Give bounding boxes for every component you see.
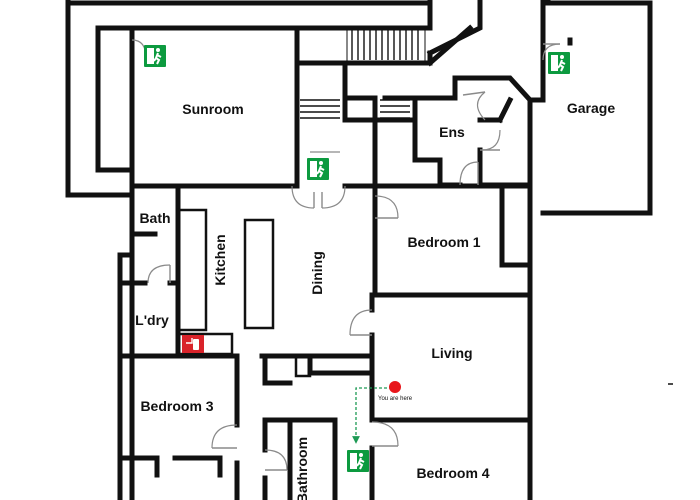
room-label-bedroom-3: Bedroom 3: [140, 398, 213, 414]
room-label-dining: Dining: [309, 251, 325, 295]
exterior-walls: [65, 0, 653, 500]
room-label-laundry: L'dry: [135, 312, 169, 328]
you-are-here-marker: [389, 381, 401, 393]
exit-sign-icon: [306, 157, 330, 181]
room-label-bathroom: Bathroom: [294, 437, 310, 500]
room-label-sunroom: Sunroom: [182, 101, 243, 117]
exit-sign-icon: [346, 449, 370, 473]
room-label-bedroom-1: Bedroom 1: [407, 234, 480, 250]
you-are-here-label: You are here: [378, 396, 413, 402]
stairs: [300, 27, 426, 119]
exit-sign-icon: [547, 51, 571, 75]
room-label-kitchen: Kitchen: [212, 234, 228, 285]
escape-route-arrow: [352, 387, 392, 444]
room-label-living: Living: [431, 345, 472, 361]
door-swings: [131, 39, 561, 471]
room-label-garage: Garage: [567, 100, 615, 116]
fire-extinguisher-icon: [182, 335, 204, 353]
room-label-bedroom-4: Bedroom 4: [416, 465, 489, 481]
exit-sign-icon: [143, 44, 167, 68]
kitchen-counters: [176, 208, 312, 378]
room-label-bath: Bath: [139, 210, 170, 226]
room-label-ens: Ens: [439, 124, 465, 140]
